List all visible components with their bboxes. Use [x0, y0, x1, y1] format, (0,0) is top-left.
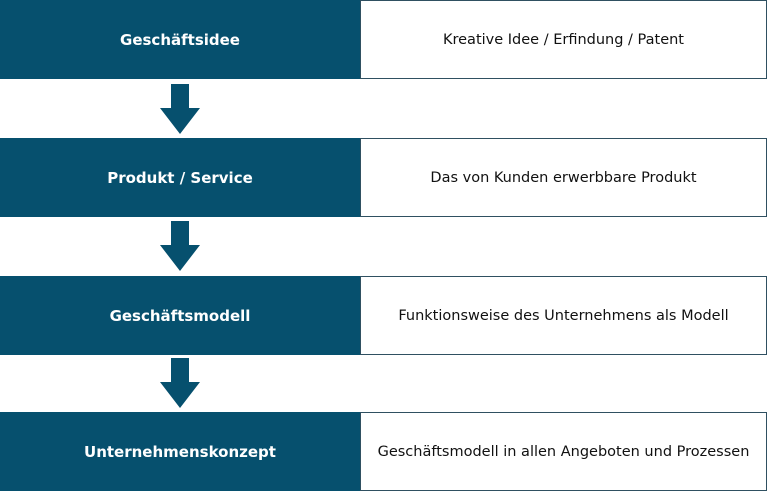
step-row-1: Geschäftsidee Kreative Idee / Erfindung …	[0, 0, 768, 79]
step-description-3: Funktionsweise des Unternehmens als Mode…	[360, 276, 767, 355]
step-label-1: Geschäftsidee	[0, 0, 360, 79]
step-row-3: Geschäftsmodell Funktionsweise des Unter…	[0, 276, 768, 355]
step-label-2: Produkt / Service	[0, 138, 360, 217]
step-description-2: Das von Kunden erwerbbare Produkt	[360, 138, 767, 217]
arrow-down-icon	[160, 221, 200, 271]
arrow-down-icon	[160, 84, 200, 134]
step-label-3: Geschäftsmodell	[0, 276, 360, 355]
step-label-4: Unternehmenskonzept	[0, 412, 360, 491]
arrow-down-icon	[160, 358, 200, 408]
step-row-2: Produkt / Service Das von Kunden erwerbb…	[0, 138, 768, 217]
step-description-1: Kreative Idee / Erfindung / Patent	[360, 0, 767, 79]
step-row-4: Unternehmenskonzept Geschäftsmodell in a…	[0, 412, 768, 491]
step-description-4: Geschäftsmodell in allen Angeboten und P…	[360, 412, 767, 491]
